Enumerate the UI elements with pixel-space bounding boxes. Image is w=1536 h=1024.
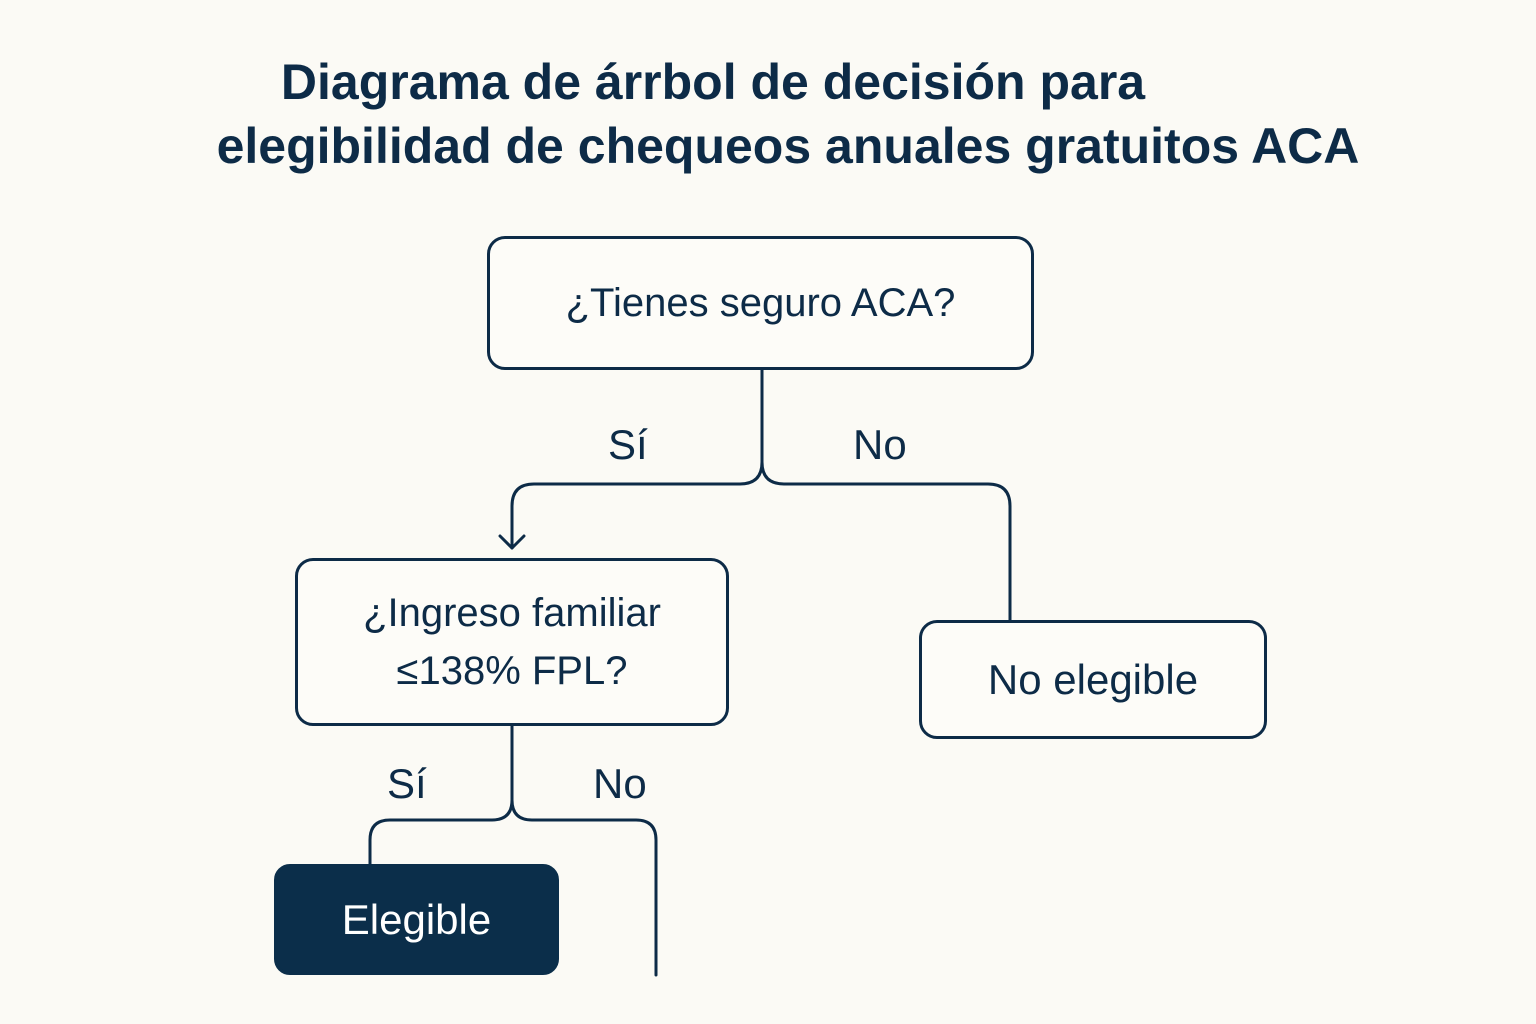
edge-label-income-no: No (593, 760, 647, 807)
question-income-node: ¿Ingreso familiar ≤138% FPL? (295, 558, 729, 726)
result-eligible-node: Elegible (274, 864, 559, 975)
connector-q1-yes (510, 460, 764, 550)
question-insurance-label: ¿Tienes seguro ACA? (565, 280, 956, 325)
edge-label-insurance-yes: Sí (608, 421, 648, 468)
question-income-label-line-1: ¿Ingreso familiar (363, 591, 661, 635)
diagram-title: Diagrama de árrbol de decisión para eleg… (0, 50, 1536, 178)
connector-q1-yes-arrowhead (498, 534, 526, 550)
connector-q2-no (510, 798, 658, 977)
connector-q2-yes (368, 798, 514, 866)
connector-q1-no (760, 460, 1012, 622)
diagram-title-line-2: elegibilidad de chequeos anuales gratuit… (216, 118, 1360, 174)
edge-label-insurance-no: No (853, 421, 907, 468)
result-eligible-label: Elegible (341, 895, 492, 943)
result-not-eligible-label: No elegible (987, 655, 1199, 703)
question-insurance-node: ¿Tienes seguro ACA? (487, 236, 1034, 370)
edge-label-income-yes: Sí (387, 760, 427, 807)
question-income-label-line-2: ≤138% FPL? (396, 649, 628, 693)
diagram-title-line-1: Diagrama de árrbol de decisión para (280, 54, 1146, 110)
result-not-eligible-node: No elegible (919, 620, 1267, 739)
